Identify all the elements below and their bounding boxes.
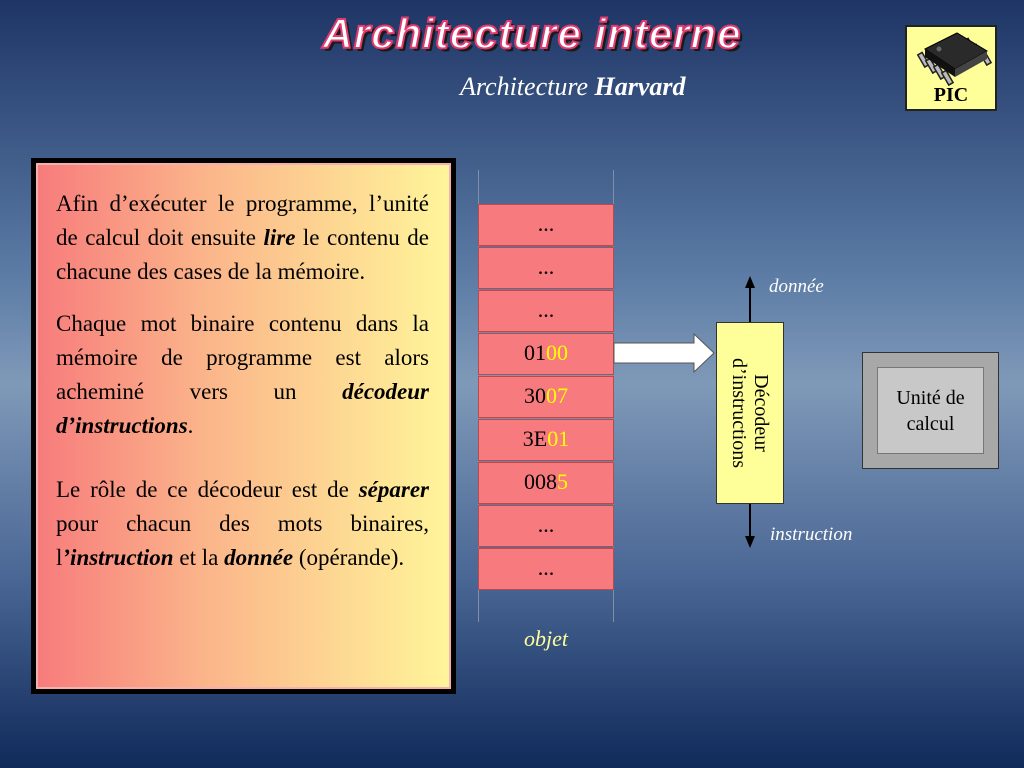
paragraph-read-memory: Afin d’exécuter le programme, l’unité de… — [56, 187, 429, 289]
calculation-unit: Unité de calcul — [862, 352, 999, 469]
text-run: et la — [173, 545, 225, 570]
memory-cell-value: 01 — [524, 340, 546, 365]
data-output-arrowhead — [745, 276, 755, 288]
memory-cell-value: 30 — [524, 383, 546, 408]
memory-cell-highlight: 01 — [547, 426, 570, 451]
text-run: Le rôle de ce décodeur est de — [56, 477, 359, 502]
text-run: (opérande). — [293, 545, 405, 570]
memory-cell-value: ... — [537, 211, 555, 236]
memory-cell: 0100 — [478, 333, 614, 375]
explanation-box: Afin d’exécuter le programme, l’unité de… — [36, 163, 451, 689]
paragraph-decoder-route: Chaque mot binaire contenu dans la mémoi… — [56, 307, 429, 443]
memory-cell: 3E01 — [478, 419, 614, 461]
slide-subtitle: Architecture Harvard — [460, 72, 686, 102]
slide-title: Architecture interne — [321, 9, 742, 58]
emphasis-term: séparer — [358, 477, 429, 502]
emphasis-term: décodeur d’instructions — [56, 379, 429, 438]
pic-logo-label: PIC — [933, 84, 969, 106]
emphasis-term: donnée — [224, 545, 294, 570]
memory-cell: 3007 — [478, 376, 614, 418]
memory-cell: ... — [478, 204, 614, 246]
emphasis-term: ’instruction — [62, 545, 174, 570]
subtitle-prefix: Architecture — [460, 72, 595, 101]
memory-cell-value: 3E — [522, 426, 548, 451]
text-run: Afin d’exécuter le programme, l’unité de… — [56, 191, 429, 250]
instruction-decoder: Décodeur d’instructions — [716, 322, 784, 504]
subtitle-emphasis: Harvard — [594, 72, 686, 101]
memory-cell-value: ... — [537, 512, 555, 537]
instruction-output-arrowhead — [745, 536, 755, 548]
microchip-icon — [916, 32, 993, 87]
memory-cell-value: ... — [537, 555, 555, 580]
memory-cell-highlight: 07 — [546, 383, 568, 408]
calculation-unit-face: Unité de calcul — [877, 367, 984, 454]
instruction-label: instruction — [770, 524, 853, 545]
calc-unit-line2: calcul — [906, 412, 955, 435]
pic-logo: PIC — [905, 25, 997, 111]
data-label: donnée — [769, 276, 824, 297]
memory-to-decoder-arrow — [613, 332, 715, 374]
text-run: Chaque mot binaire contenu dans la mémoi… — [56, 311, 429, 404]
calc-unit-line1: Unité de — [896, 386, 965, 409]
memory-cell: ... — [478, 290, 614, 332]
memory-cell: ... — [478, 505, 614, 547]
memory-cell-value: 008 — [524, 469, 557, 494]
memory-cell: ... — [478, 548, 614, 590]
memory-cell-highlight: 00 — [546, 340, 568, 365]
text-run: le contenu de chacune des cases de la mé… — [56, 225, 429, 284]
text-run: pour chacun des mots binaires, l — [56, 511, 429, 570]
memory-cell-value: ... — [537, 297, 555, 322]
memory-cell-value: ... — [537, 254, 555, 279]
memory-cell-highlight: 5 — [557, 469, 568, 494]
decoder-label-line1: Décodeur — [750, 374, 772, 452]
decoder-label-line2: d’instructions — [728, 358, 750, 468]
decoder-label: Décodeur d’instructions — [728, 358, 772, 468]
memory-cell: 0085 — [478, 462, 614, 504]
emphasis-term: lire — [263, 225, 296, 250]
paragraph-decoder-role: Le rôle de ce décodeur est de séparer po… — [56, 473, 429, 575]
text-run: . — [187, 413, 194, 438]
memory-caption: objet — [524, 626, 568, 651]
memory-cell: ... — [478, 247, 614, 289]
